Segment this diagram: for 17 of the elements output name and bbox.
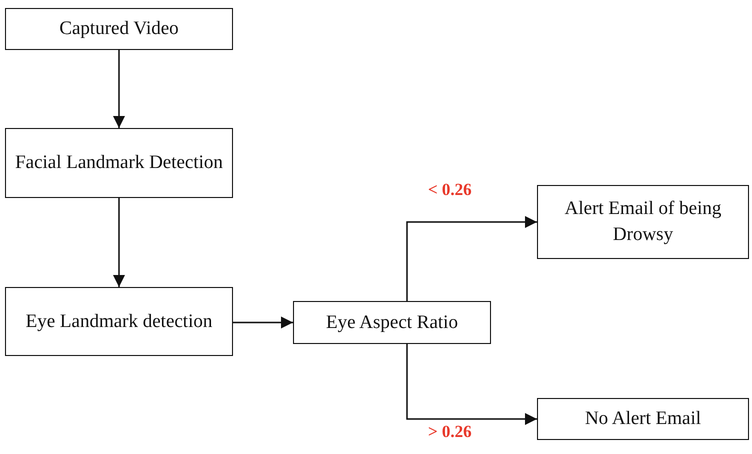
process-box: [293, 301, 491, 344]
box-label: No Alert Email: [584, 407, 702, 432]
process-box: [5, 128, 233, 198]
process-box: [5, 287, 233, 356]
box-label: Alert Email of being Drowsy: [564, 197, 722, 247]
process-box: [537, 185, 749, 259]
arrow: [113, 198, 125, 287]
box-label: Eye Aspect Ratio: [326, 310, 458, 335]
box-label: Eye Landmark detection: [26, 310, 212, 334]
arrow: [406, 344, 537, 425]
arrow: [406, 216, 537, 301]
arrow: [113, 50, 125, 128]
box-label: Captured Video: [59, 17, 179, 42]
arrow: [233, 316, 293, 328]
process-box: [5, 8, 233, 50]
box-label: Facial Landmark Detection: [15, 151, 223, 176]
process-box: [537, 398, 749, 440]
